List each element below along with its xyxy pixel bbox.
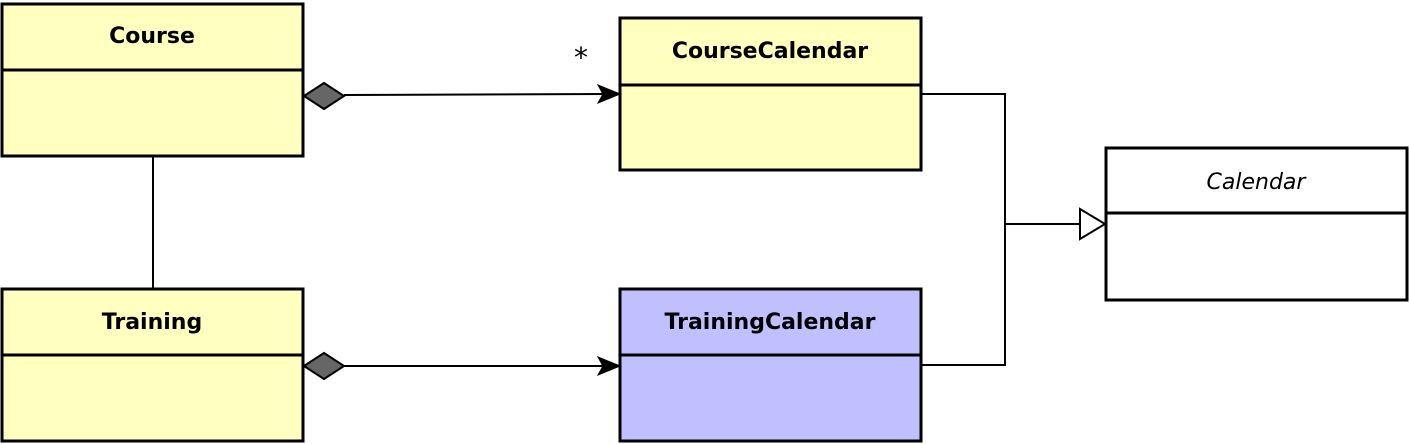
- arrowhead-icon: [596, 83, 622, 105]
- composition-training-trainingcalendar: [302, 351, 622, 381]
- composition-line: [343, 93, 607, 96]
- class-coursecalendar: CourseCalendar: [618, 16, 923, 172]
- class-coursecalendar-name: CourseCalendar: [672, 39, 868, 64]
- multiplicity-label: *: [574, 41, 588, 74]
- composition-diamond-icon: [302, 81, 346, 111]
- class-training-box: [0, 287, 305, 443]
- composition-course-coursecalendar: [302, 81, 622, 111]
- generalization-to-calendar: [921, 93, 1107, 366]
- class-course-box: [0, 2, 305, 158]
- class-training: Training: [0, 287, 305, 443]
- class-calendar: Calendar: [1104, 146, 1409, 302]
- class-coursecalendar-box: [618, 16, 923, 172]
- composition-diamond-icon: [302, 351, 346, 381]
- class-trainingcalendar: TrainingCalendar: [618, 287, 923, 443]
- class-calendar-name: Calendar: [1207, 170, 1308, 195]
- class-trainingcalendar-box: [618, 287, 923, 443]
- generalization-line-trainingcalendar: [921, 224, 1006, 366]
- class-calendar-box: [1104, 146, 1409, 302]
- class-training-name: Training: [102, 310, 202, 335]
- class-course: Course: [0, 2, 305, 158]
- generalization-line-coursecalendar: [921, 93, 1006, 224]
- hollow-triangle-arrow-icon: [1079, 207, 1107, 241]
- class-trainingcalendar-name: TrainingCalendar: [665, 310, 876, 335]
- arrowhead-icon: [596, 355, 622, 377]
- class-course-name: Course: [109, 24, 195, 49]
